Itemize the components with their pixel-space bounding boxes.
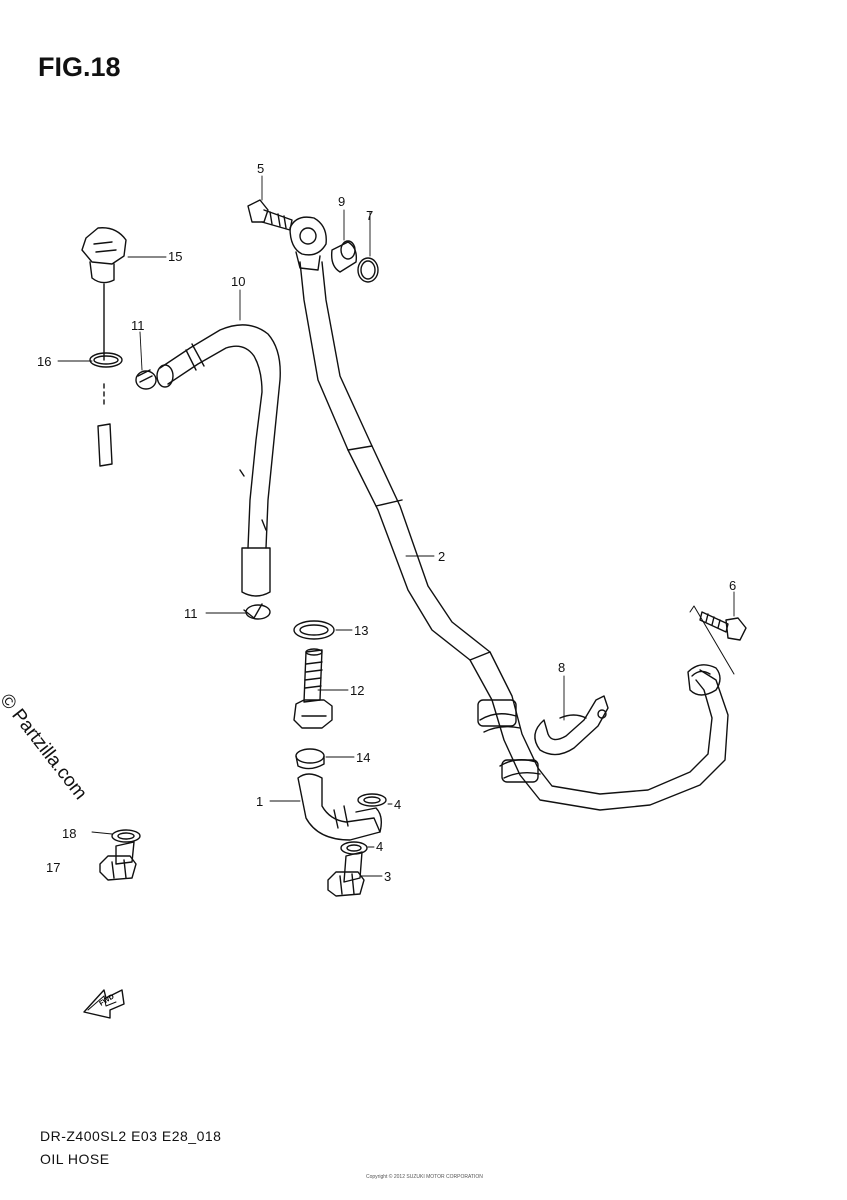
clamp-bracket-part-8[interactable] <box>534 695 609 756</box>
clamp-part-14[interactable] <box>295 748 325 770</box>
sleeve-part-9[interactable] <box>330 240 358 273</box>
callout-12: 12 <box>350 683 364 698</box>
oil-filler-cap-part-15[interactable] <box>81 227 127 284</box>
callout-13: 13 <box>354 623 368 638</box>
washer-part-4-upper[interactable] <box>357 793 387 807</box>
callout-labels: 5 9 7 15 10 11 16 2 6 11 13 8 12 14 1 4 … <box>37 161 736 884</box>
diagram-code: DR-Z400SL2 E03 E28_018 <box>40 1128 222 1144</box>
callout-11-lower: 11 <box>184 606 198 621</box>
callout-4-lower: 4 <box>376 839 383 854</box>
oil-hose-part-1[interactable] <box>297 773 383 841</box>
fwd-arrow-icon <box>83 989 125 1019</box>
callout-4-upper: 4 <box>394 797 401 812</box>
callout-16: 16 <box>37 354 51 369</box>
bolt-part-6[interactable] <box>699 611 747 641</box>
union-bolt-part-5[interactable] <box>247 199 293 231</box>
callout-11-upper: 11 <box>131 318 145 333</box>
callout-18: 18 <box>62 826 76 841</box>
dipstick-end <box>97 423 113 467</box>
leader-lines <box>57 175 735 877</box>
oil-union-part-12[interactable] <box>293 648 333 729</box>
washer-part-18[interactable] <box>111 829 141 843</box>
callout-9: 9 <box>338 194 345 209</box>
diagram-name: OIL HOSE <box>40 1151 110 1167</box>
drain-plug-part-17[interactable] <box>99 841 137 881</box>
copyright-text: Copyright © 2012 SUZUKI MOTOR CORPORATIO… <box>366 1174 483 1180</box>
breather-hose-part-10[interactable] <box>156 324 281 597</box>
callout-1: 1 <box>256 794 263 809</box>
gasket-part-13[interactable] <box>293 620 335 640</box>
assembly-guide-line <box>689 605 735 675</box>
callout-15: 15 <box>168 249 182 264</box>
callout-6: 6 <box>729 578 736 593</box>
banjo-fitting[interactable] <box>289 216 327 271</box>
callout-2: 2 <box>438 549 445 564</box>
callout-8: 8 <box>558 660 565 675</box>
callout-14: 14 <box>356 750 370 765</box>
oil-hose-part-2[interactable] <box>299 261 729 811</box>
o-ring-part-7[interactable] <box>357 257 379 283</box>
clamp-part-11-upper[interactable] <box>135 369 157 390</box>
callout-3: 3 <box>384 869 391 884</box>
figure-title: FIG.18 <box>38 52 121 82</box>
callout-17: 17 <box>46 860 60 875</box>
callout-10: 10 <box>231 274 245 289</box>
callout-5: 5 <box>257 161 264 176</box>
o-ring-part-16[interactable] <box>89 352 123 368</box>
callout-7: 7 <box>366 208 373 223</box>
clamp-part-11-lower[interactable] <box>243 603 271 620</box>
union-bolt-part-3[interactable] <box>327 851 365 897</box>
washer-part-4-lower[interactable] <box>340 841 368 855</box>
